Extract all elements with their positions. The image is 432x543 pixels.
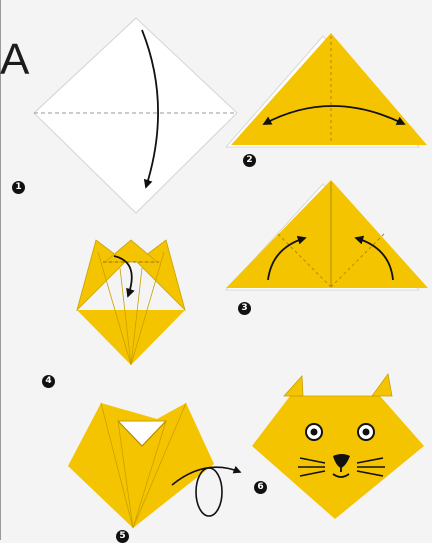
step-3-triangle — [226, 180, 428, 290]
step-number-badge: 5 — [116, 530, 129, 543]
step-4-top-flap — [105, 240, 157, 262]
step-2-triangle — [226, 33, 427, 147]
cat-left-ear — [284, 376, 303, 396]
cat-left-eye-pupil — [311, 429, 318, 436]
step-number-badge: 2 — [243, 154, 256, 167]
triangle-front-layer — [231, 33, 427, 145]
step-number-badge: 6 — [254, 481, 267, 494]
step-5-head-shape — [68, 403, 240, 528]
step-4-left-ear — [77, 240, 125, 310]
page-letter: A — [0, 38, 29, 82]
triangle-front-layer — [226, 180, 428, 288]
step-6-cat-face — [252, 374, 424, 519]
step-5-flip-loop — [196, 468, 222, 516]
step-4-right-ear — [137, 240, 185, 310]
cat-right-eye-pupil — [363, 429, 370, 436]
white-square — [34, 18, 237, 213]
step-4-ears-folded — [77, 240, 185, 365]
step-number-badge: 1 — [12, 181, 25, 194]
step-number-badge: 3 — [238, 302, 251, 315]
step-number-badge: 4 — [42, 375, 55, 388]
step-4-base — [77, 310, 185, 365]
cat-right-ear — [372, 374, 392, 396]
step-1-square-paper — [34, 18, 237, 213]
